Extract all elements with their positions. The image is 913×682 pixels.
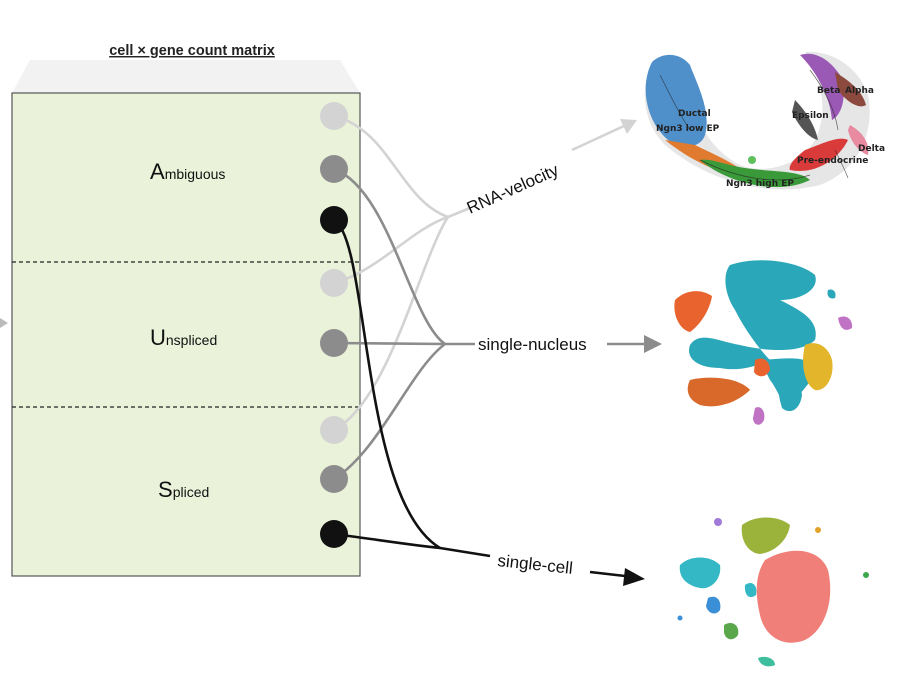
section-unspliced-label: Unspliced — [150, 325, 217, 350]
single-cell-arrowhead — [623, 568, 645, 586]
circle-unspliced-mid — [320, 329, 348, 357]
circle-spliced-light — [320, 416, 348, 444]
matrix-header-shape — [12, 60, 360, 93]
circle-ambiguous-dark — [320, 206, 348, 234]
circle-spliced-mid — [320, 465, 348, 493]
single-nucleus-arrowhead — [644, 335, 662, 353]
umap-label-alpha: Alpha — [845, 86, 874, 96]
section-spliced-label: Spliced — [158, 477, 209, 502]
rna-velocity-arrow-line — [571, 124, 625, 152]
count-matrix-box — [11, 92, 361, 577]
umap-label-delta: Delta — [858, 144, 885, 154]
left-arrow-tip — [0, 318, 8, 328]
umap-label-ductal: Ductal — [678, 109, 711, 119]
circle-unspliced-light — [320, 269, 348, 297]
rna-velocity-umap: Ductal Ngn3 low EP Ngn3 high EP Pre-endo… — [644, 51, 885, 190]
matrix-title: cell × gene count matrix — [109, 43, 275, 59]
circle-ambiguous-light — [320, 102, 348, 130]
single-cell-label: single-cell — [497, 551, 574, 578]
umap-label-ngn3-high: Ngn3 high EP — [726, 179, 794, 189]
circle-spliced-dark — [320, 520, 348, 548]
single-nucleus-connectors — [333, 167, 645, 481]
count-circles — [320, 102, 348, 548]
circle-ambiguous-mid — [320, 155, 348, 183]
single-cell-connectors — [333, 218, 626, 578]
umap-label-ngn3-low: Ngn3 low EP — [656, 124, 720, 134]
single-nucleus-label: single-nucleus — [478, 335, 587, 354]
rna-velocity-arrowhead — [620, 119, 637, 134]
single-cell-tsne — [677, 517, 869, 667]
rna-velocity-label: RNA-velocity — [464, 160, 562, 218]
umap-label-epsilon: Epsilon — [792, 111, 829, 121]
section-ambiguous-label: Ambiguous — [150, 159, 225, 184]
single-nucleus-tsne — [674, 260, 853, 425]
umap-label-pre-endocrine: Pre-endocrine — [797, 156, 868, 166]
umap-label-beta: Beta — [817, 86, 840, 96]
